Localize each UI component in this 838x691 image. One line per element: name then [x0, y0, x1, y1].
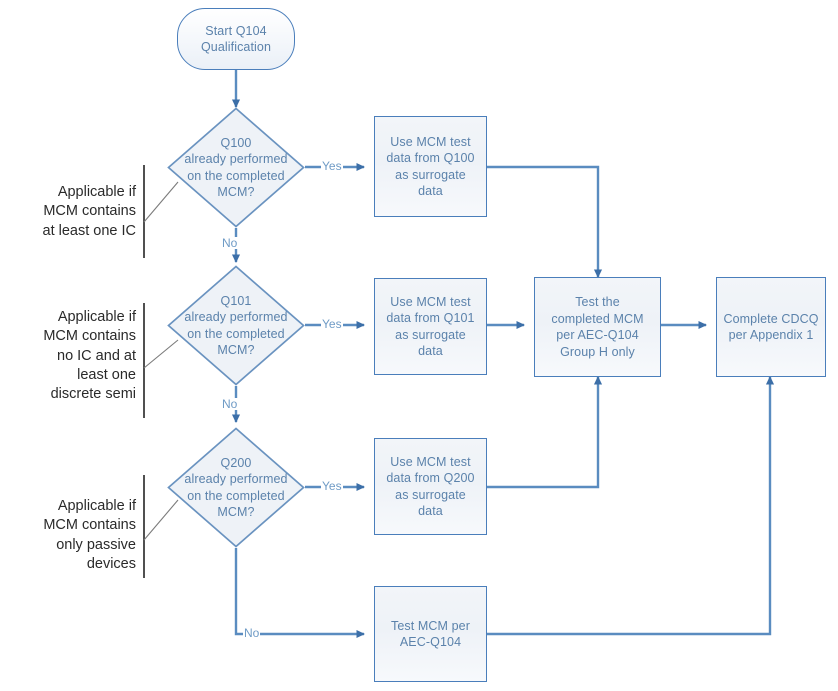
cdcq-line-1: Complete CDCQ	[723, 311, 819, 326]
edge-label-q101-yes: Yes	[321, 317, 343, 331]
sq100-line-4: data	[418, 184, 443, 198]
node-decision-q100[interactable]: Q100 already performed on the completed …	[167, 107, 305, 228]
q101-line-1: Q101	[220, 294, 252, 308]
sq101-line-2: data from Q101	[386, 311, 475, 325]
sq100-line-3: as surrogate	[395, 167, 466, 182]
q101-line-2: already performed	[184, 310, 288, 325]
testh-line-2: completed MCM	[551, 311, 644, 326]
node-surrogate-q200-label: Use MCM test data from Q200 as surrogate…	[386, 454, 474, 520]
q101-line-4: MCM?	[217, 342, 255, 357]
testfull-line-1: Test MCM per	[391, 618, 470, 633]
node-surrogate-q101-label: Use MCM test data from Q101 as surrogate…	[386, 294, 474, 360]
testfull-line-2: AEC-Q104	[399, 635, 462, 649]
annotation-ic-line-3: at least one IC	[42, 222, 137, 239]
sq200-line-2: data from Q200	[386, 471, 475, 485]
node-test-full[interactable]: Test MCM per AEC-Q104	[374, 586, 487, 682]
node-test-group-h-label: Test the completed MCM per AEC-Q104 Grou…	[551, 294, 643, 360]
edge-label-q200-yes: Yes	[321, 479, 343, 493]
q100-line-4: MCM?	[217, 184, 255, 199]
annotation-ic-line-2: MCM contains	[43, 203, 136, 220]
node-surrogate-q101[interactable]: Use MCM test data from Q101 as surrogate…	[374, 278, 487, 375]
node-decision-q101[interactable]: Q101 already performed on the completed …	[167, 265, 305, 386]
annotation-applicable-ic: Applicable if MCM contains at least one …	[10, 183, 137, 241]
node-start[interactable]: Start Q104 Qualification	[177, 8, 295, 70]
annotation-discrete-line-3: no IC and at	[57, 347, 136, 364]
node-start-label: Start Q104 Qualification	[201, 23, 271, 56]
node-start-line-1: Start Q104	[205, 23, 267, 38]
sq101-line-1: Use MCM test	[390, 294, 471, 309]
annotation-applicable-discrete: Applicable if MCM contains no IC and at …	[10, 308, 136, 404]
annotation-discrete-line-2: MCM contains	[43, 328, 136, 345]
annotation-passive-line-1: Applicable if	[57, 498, 136, 514]
node-surrogate-q200[interactable]: Use MCM test data from Q200 as surrogate…	[374, 438, 487, 535]
decision-q101-shape	[167, 265, 305, 386]
q100-line-2: already performed	[184, 152, 288, 167]
annotation-passive-line-4: devices	[86, 555, 136, 572]
node-decision-q200-label: Q200 already performed on the completed …	[177, 455, 296, 520]
sq200-line-3: as surrogate	[395, 487, 466, 502]
node-complete-cdcq[interactable]: Complete CDCQ per Appendix 1	[716, 277, 826, 377]
sq101-line-4: data	[418, 344, 443, 358]
q200-line-3: on the completed	[187, 488, 285, 503]
decision-q200-shape	[167, 427, 305, 548]
edge-testfull-to-cdcq	[487, 375, 775, 636]
cdcq-line-2: per Appendix 1	[728, 328, 814, 342]
testh-line-3: per AEC-Q104	[556, 328, 639, 342]
node-test-group-h[interactable]: Test the completed MCM per AEC-Q104 Grou…	[534, 277, 661, 377]
sq100-line-1: Use MCM test	[390, 134, 471, 149]
node-test-full-label: Test MCM per AEC-Q104	[391, 618, 470, 651]
annotation-ic-line-1: Applicable if	[57, 184, 136, 200]
q200-line-2: already performed	[184, 472, 288, 487]
decision-q100-shape	[167, 107, 305, 228]
annotation-discrete-line-4: least one	[77, 366, 136, 383]
node-start-line-2: Qualification	[200, 40, 272, 54]
edge-surrq200-to-testh	[487, 375, 603, 489]
testh-line-1: Test the	[575, 295, 620, 309]
testh-line-4: Group H only	[560, 344, 635, 359]
node-decision-q100-label: Q100 already performed on the completed …	[177, 135, 296, 200]
sq200-line-1: Use MCM test	[390, 454, 471, 469]
annotation-applicable-passive: Applicable if MCM contains only passive …	[10, 497, 136, 574]
node-surrogate-q100[interactable]: Use MCM test data from Q100 as surrogate…	[374, 116, 487, 217]
q101-line-3: on the completed	[187, 326, 285, 341]
q200-line-1: Q200	[220, 456, 252, 470]
edge-q200-no	[234, 548, 366, 639]
node-decision-q200[interactable]: Q200 already performed on the completed …	[167, 427, 305, 548]
annotation-passive-line-2: MCM contains	[43, 517, 136, 534]
node-complete-cdcq-label: Complete CDCQ per Appendix 1	[723, 311, 818, 344]
annotation-passive-line-3: only passive	[56, 536, 136, 553]
edge-label-q101-no: No	[221, 397, 239, 411]
annotation-discrete-line-1: Applicable if	[57, 309, 136, 325]
sq200-line-4: data	[418, 504, 443, 518]
edge-label-q200-no: No	[243, 626, 261, 640]
annotation-discrete-line-5: discrete semi	[50, 386, 136, 403]
q100-line-3: on the completed	[187, 168, 285, 183]
edge-label-q100-no: No	[221, 236, 239, 250]
sq100-line-2: data from Q100	[386, 151, 475, 165]
node-decision-q101-label: Q101 already performed on the completed …	[177, 293, 296, 358]
node-surrogate-q100-label: Use MCM test data from Q100 as surrogate…	[386, 134, 474, 200]
q200-line-4: MCM?	[217, 504, 255, 519]
sq101-line-3: as surrogate	[395, 327, 466, 342]
edge-surrq100-to-testh	[487, 165, 603, 279]
q100-line-1: Q100	[220, 136, 252, 150]
edge-label-q100-yes: Yes	[321, 159, 343, 173]
